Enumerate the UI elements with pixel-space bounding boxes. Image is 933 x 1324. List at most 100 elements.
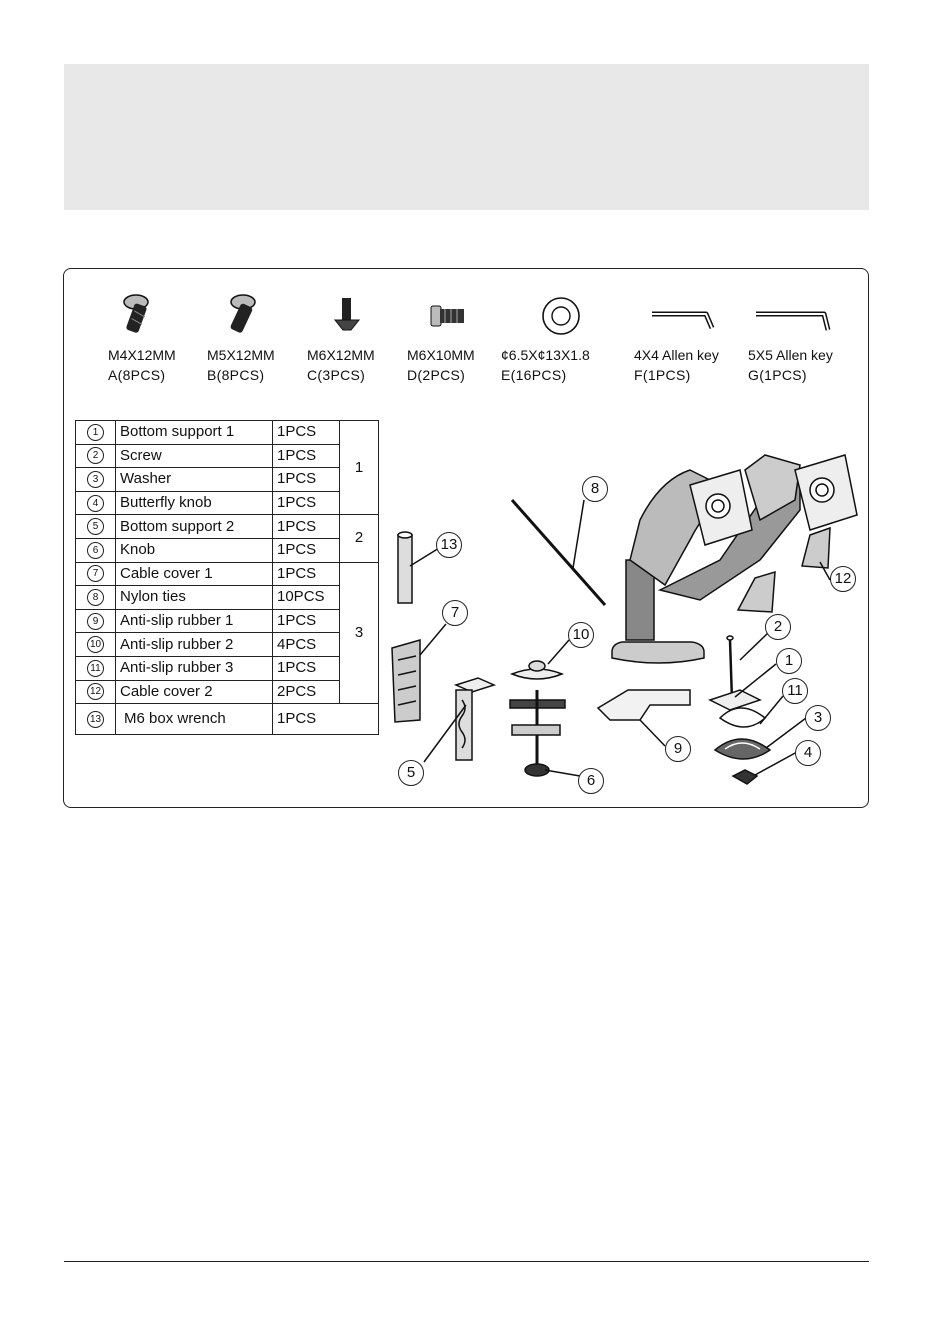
table-row: 1 Bottom support 1 1PCS 1 (75, 419, 379, 516)
screw-icon (207, 290, 337, 345)
part-name: Washer (115, 467, 273, 492)
allen-key-icon (748, 290, 878, 345)
part-number: 7 (87, 565, 104, 583)
hardware-qty: E(16PCS) (501, 367, 567, 383)
cable-cover-1-drawing (391, 639, 421, 723)
hardware-item-b: M5X12MM B(8PCS) (207, 290, 337, 385)
callout-13: 13 (436, 532, 462, 558)
butterfly-knob-drawing (731, 769, 759, 785)
callout-7: 7 (442, 600, 468, 626)
table-row: 9 Anti-slip rubber 1 1PCS (75, 608, 379, 634)
part-number: 1 (87, 423, 104, 441)
table-row: 13 M6 box wrench 1PCS (75, 703, 379, 736)
part-name: Butterfly knob (115, 490, 273, 516)
hardware-item-d: M6X10MM D(2PCS) (407, 290, 537, 385)
parts-table: 1 Bottom support 1 1PCS 1 2 Screw 1PCS 3… (75, 419, 379, 736)
part-qty: 1PCS (272, 703, 379, 736)
part-number: 5 (87, 518, 104, 536)
table-row: 4 Butterfly knob 1PCS (75, 490, 379, 516)
hardware-spec: M4X12MM (108, 347, 176, 363)
hardware-item-c: M6X12MM C(3PCS) (307, 290, 437, 385)
callout-8: 8 (582, 476, 608, 502)
part-qty: 1PCS (272, 443, 340, 469)
group-number: 1 (339, 419, 379, 516)
header-banner (64, 64, 869, 210)
anti-slip-rubber-2-drawing (509, 668, 565, 680)
callout-9: 9 (665, 736, 691, 762)
part-name: M6 box wrench (115, 703, 273, 736)
anti-slip-rubber-1-drawing (596, 689, 691, 721)
part-qty: 1PCS (272, 490, 340, 516)
group-number: 2 (339, 514, 379, 563)
hardware-qty: C(3PCS) (307, 367, 366, 383)
part-qty: 1PCS (272, 467, 340, 492)
screw-drawing (728, 639, 734, 701)
part-number: 11 (87, 659, 104, 677)
callout-4: 4 (795, 740, 821, 766)
part-number: 2 (87, 447, 104, 465)
part-number: 12 (87, 683, 104, 701)
callout-1: 1 (776, 648, 802, 674)
callout-2: 2 (765, 614, 791, 640)
part-number: 8 (87, 588, 104, 606)
hardware-qty: F(1PCS) (634, 367, 691, 383)
washer-drawing (713, 738, 772, 760)
part-qty: 1PCS (272, 420, 340, 445)
part-name: Bottom support 1 (115, 420, 273, 445)
part-qty: 1PCS (272, 561, 340, 587)
hardware-spec: M5X12MM (207, 347, 275, 363)
hardware-qty: A(8PCS) (108, 367, 166, 383)
part-number: 6 (87, 541, 104, 559)
vesa-plate-right-drawing (794, 454, 858, 531)
hardware-spec: 4X4 Allen key (634, 347, 719, 363)
hardware-qty: G(1PCS) (748, 367, 807, 383)
table-row: 10 Anti-slip rubber 2 4PCS (75, 632, 379, 657)
hardware-qty: B(8PCS) (207, 367, 265, 383)
flat-screw-icon (307, 290, 437, 345)
hardware-item-f: 4X4 Allen key F(1PCS) (634, 290, 764, 385)
part-qty: 1PCS (272, 655, 340, 681)
callout-3: 3 (805, 705, 831, 731)
bottom-support-1-drawing (708, 689, 762, 711)
bolt-icon (407, 290, 537, 345)
cable-cover-2-drawing (736, 570, 776, 613)
part-qty: 10PCS (272, 585, 340, 610)
footer-rule (64, 1261, 869, 1262)
part-number: 4 (87, 494, 104, 512)
parts-list-frame (63, 268, 869, 808)
table-row: 8 Nylon ties 10PCS (75, 585, 379, 610)
group-number: 3 (339, 561, 379, 705)
arm-base-drawing (611, 641, 705, 664)
hardware-item-e: ¢6.5X¢13X1.8 E(16PCS) (501, 290, 631, 385)
hardware-item-a: M4X12MM A(8PCS) (108, 290, 238, 385)
part-number: 13 (87, 710, 104, 728)
screw-icon (108, 290, 238, 345)
part-qty: 1PCS (272, 514, 340, 539)
part-name: Cable cover 1 (115, 561, 273, 587)
washer-icon (501, 290, 631, 345)
part-number: 3 (87, 471, 104, 489)
callout-10: 10 (568, 622, 594, 648)
part-name: Cable cover 2 (115, 679, 273, 705)
part-name: Anti-slip rubber 2 (115, 632, 273, 657)
callout-11: 11 (782, 678, 808, 704)
cable-cover-2-drawing (801, 526, 831, 569)
table-row: 3 Washer 1PCS (75, 467, 379, 492)
hardware-qty: D(2PCS) (407, 367, 466, 383)
part-number: 10 (87, 636, 104, 654)
hardware-spec: ¢6.5X¢13X1.8 (501, 347, 590, 363)
part-name: Knob (115, 537, 273, 563)
box-wrench-drawing (397, 534, 413, 604)
hardware-spec: M6X10MM (407, 347, 475, 363)
callout-6: 6 (578, 768, 604, 794)
hardware-spec: 5X5 Allen key (748, 347, 833, 363)
callout-12: 12 (830, 566, 856, 592)
hardware-spec: M6X12MM (307, 347, 375, 363)
part-number: 9 (87, 612, 104, 630)
callout-5: 5 (398, 760, 424, 786)
table-row: 2 Screw 1PCS (75, 443, 379, 469)
table-row: 6 Knob 1PCS (75, 537, 379, 563)
part-qty: 4PCS (272, 632, 340, 657)
vesa-plate-left-drawing (689, 469, 753, 546)
table-row: 7 Cable cover 1 1PCS 3 (75, 561, 379, 705)
